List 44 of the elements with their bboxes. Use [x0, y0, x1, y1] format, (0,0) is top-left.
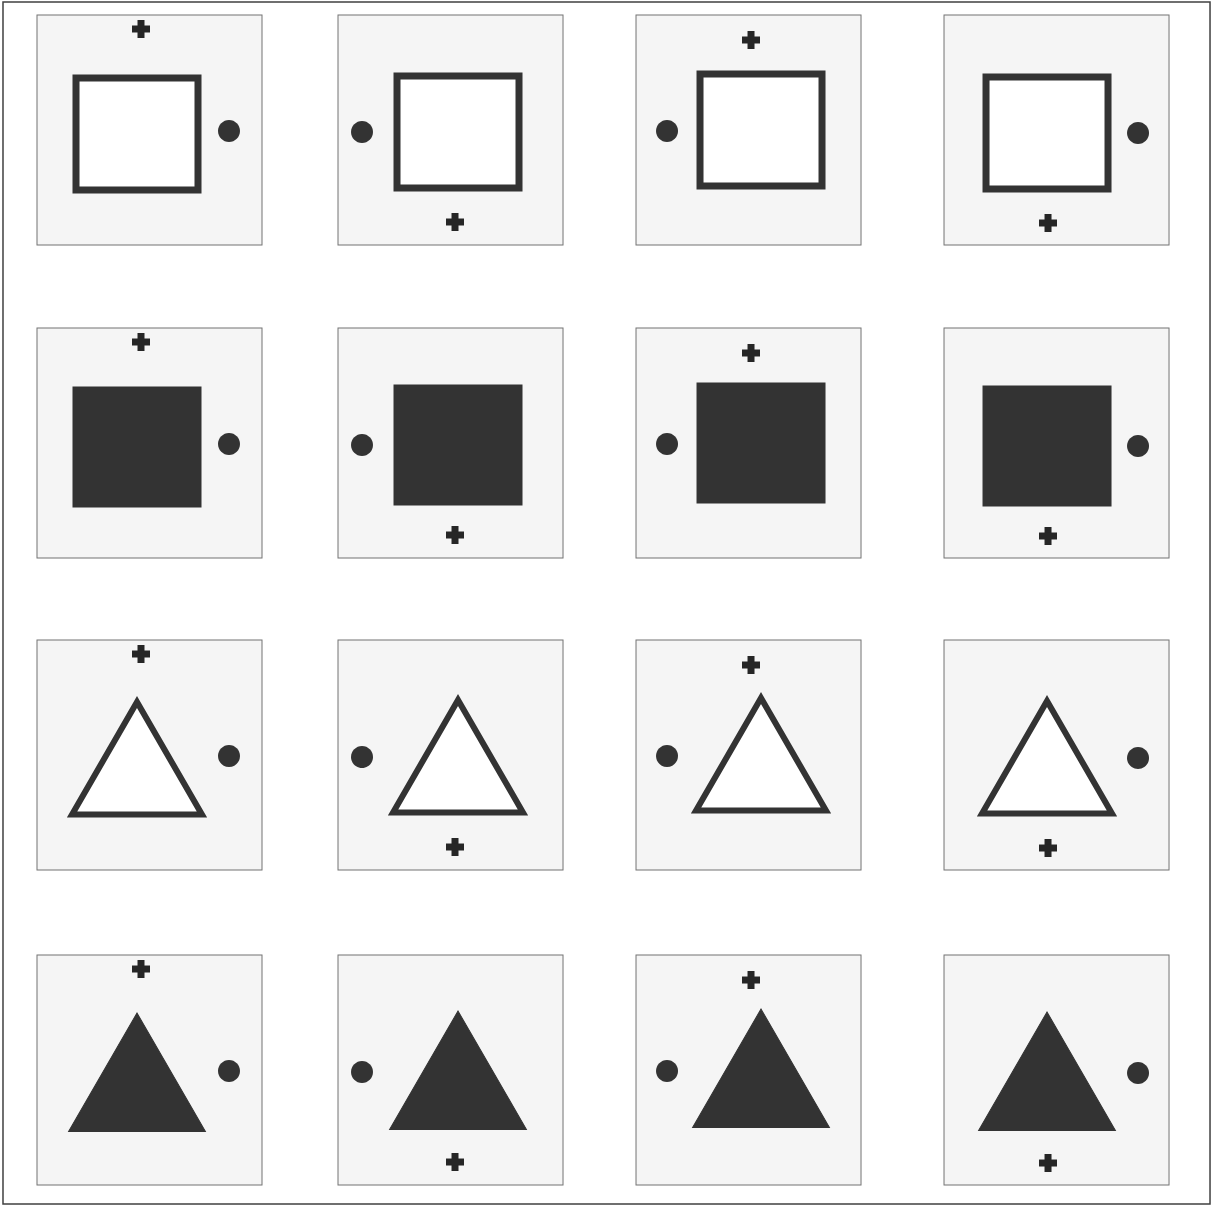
dot	[656, 1060, 678, 1082]
plus-sign	[446, 213, 464, 231]
plus-sign	[1039, 1154, 1057, 1172]
plus-sign	[446, 526, 464, 544]
square	[982, 73, 1112, 193]
square	[696, 70, 826, 190]
dot	[351, 1061, 373, 1083]
plus-sign	[1039, 214, 1057, 232]
dot	[1127, 122, 1149, 144]
square	[72, 74, 202, 194]
triangle	[978, 1011, 1116, 1131]
plus-sign	[1039, 527, 1057, 545]
square	[696, 382, 826, 504]
square	[393, 384, 523, 506]
plus-sign	[1039, 839, 1057, 857]
dot	[351, 121, 373, 143]
dot	[656, 745, 678, 767]
plus-sign	[742, 344, 760, 362]
dot	[1127, 747, 1149, 769]
dot	[218, 1060, 240, 1082]
plus-sign	[742, 971, 760, 989]
plus-sign	[446, 838, 464, 856]
square	[982, 385, 1112, 507]
dot	[351, 434, 373, 456]
dot	[1127, 1062, 1149, 1084]
triangle	[692, 1008, 830, 1128]
square	[72, 386, 202, 508]
plus-sign	[742, 656, 760, 674]
plus-sign	[446, 1153, 464, 1171]
dot	[218, 120, 240, 142]
square	[393, 72, 523, 192]
dot	[656, 433, 678, 455]
plus-sign	[132, 20, 150, 38]
dot	[218, 745, 240, 767]
triangle	[389, 1010, 527, 1130]
plus-sign	[742, 31, 760, 49]
dot	[351, 746, 373, 768]
dot	[656, 120, 678, 142]
dot	[218, 433, 240, 455]
plus-sign	[132, 333, 150, 351]
plus-sign	[132, 645, 150, 663]
triangle	[68, 1012, 206, 1132]
plus-sign	[132, 960, 150, 978]
dot	[1127, 435, 1149, 457]
